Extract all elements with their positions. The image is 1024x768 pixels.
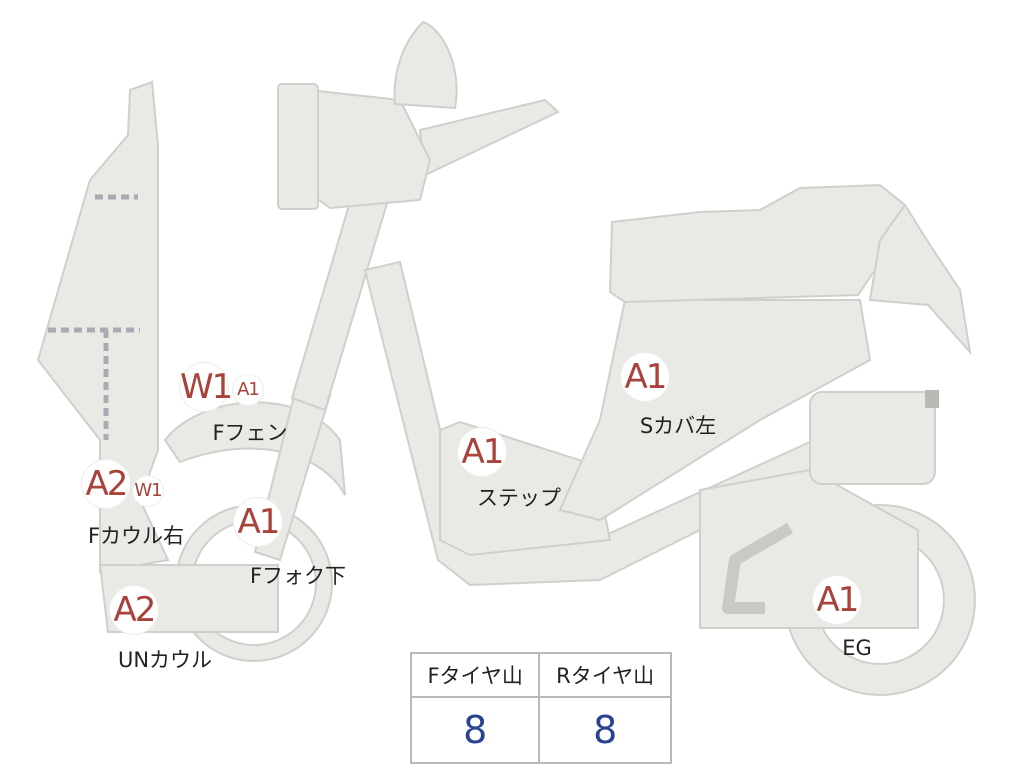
front-tire-tread-value: 8	[409, 696, 541, 764]
rear-tail	[868, 203, 972, 356]
label-side-cover-left: Sカバ左	[639, 414, 717, 438]
grade-a1-front-fork-lower: A1	[234, 498, 282, 546]
tire-tread-table: Fタイヤ山 Rタイヤ山 8 8	[409, 652, 672, 764]
grade-a2-front-cowl-right: A2	[82, 460, 130, 508]
exhaust-pipe	[722, 522, 794, 614]
handlebar	[418, 98, 560, 177]
grade-a1-side-cover-left: A1	[621, 353, 669, 401]
rear-tire-tread-value: 8	[538, 696, 672, 764]
grade-w1-front-fender: W1	[180, 363, 233, 411]
label-engine: EG	[842, 636, 872, 660]
label-step: ステップ	[477, 486, 561, 510]
headlight-lens	[277, 83, 319, 210]
label-under-cowl: UNカウル	[117, 648, 213, 672]
engine-block	[699, 468, 919, 629]
grade-a2-under-cowl: A2	[110, 586, 158, 634]
label-front-fender: Fフェン	[212, 421, 288, 445]
grade-a1-front-fender: A1	[233, 375, 263, 405]
rear-tire-tread-header: Rタイヤ山	[538, 652, 672, 698]
seat	[608, 183, 907, 304]
mirror	[393, 20, 458, 110]
rear-shock-box	[809, 391, 936, 485]
grade-a1-step: A1	[458, 428, 506, 476]
label-front-fork-lower: Fフォク下	[249, 564, 347, 588]
grade-w1-front-cowl-right: W1	[133, 476, 163, 506]
grade-a1-engine: A1	[813, 576, 861, 624]
rear-shock-tip	[925, 390, 939, 408]
front-tire-tread-header: Fタイヤ山	[409, 652, 541, 698]
label-front-cowl-right: Fカウル右	[87, 524, 185, 548]
